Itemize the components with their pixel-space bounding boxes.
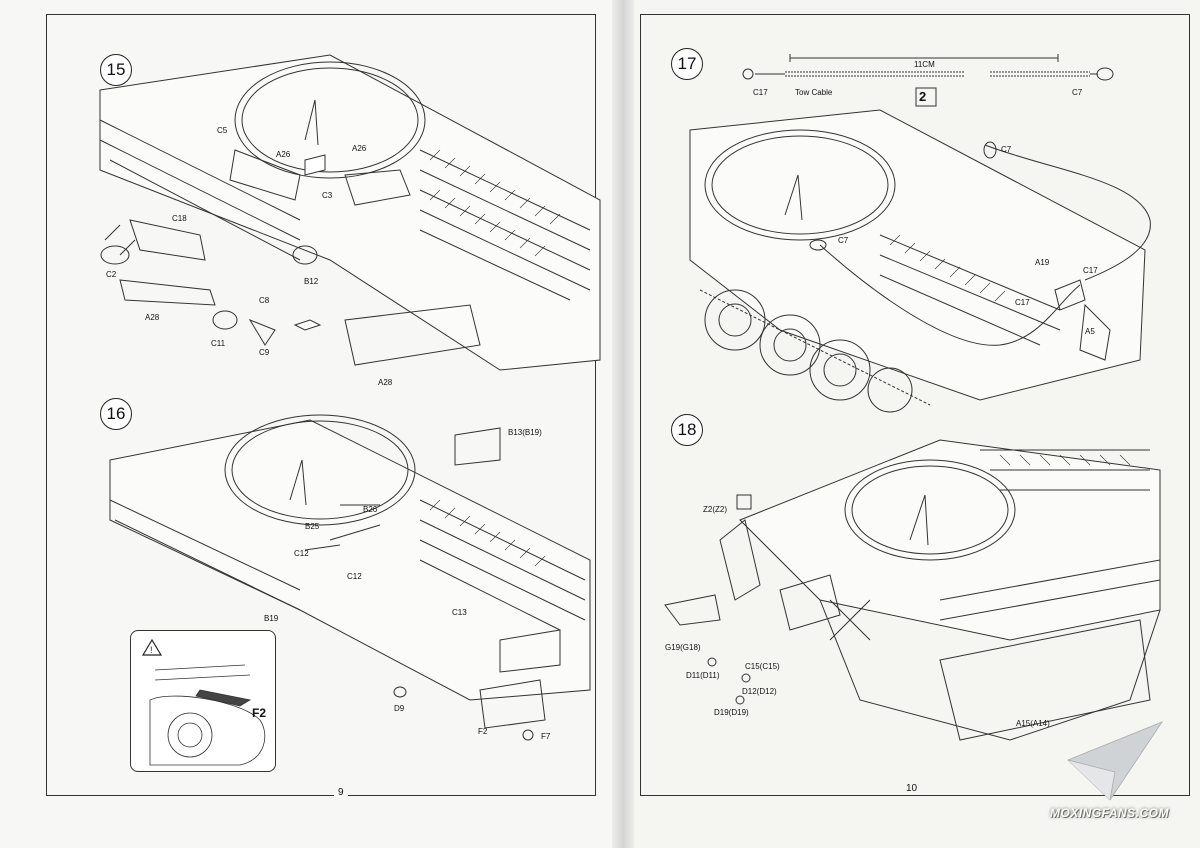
part-label: C17: [1083, 266, 1098, 275]
part-label: C18: [172, 214, 187, 223]
part-label: C7: [1001, 145, 1012, 154]
part-label: B12: [304, 277, 319, 286]
part-label: C3: [322, 191, 333, 200]
part-label: C8: [259, 296, 270, 305]
step-number: 17: [671, 48, 703, 80]
inset-part-label: F2: [252, 706, 267, 720]
part-label: A26: [352, 144, 367, 153]
page-number: 10: [902, 783, 922, 794]
step-number: 18: [671, 414, 703, 446]
paper-plane-logo-icon: [1067, 721, 1164, 801]
step18-hull-drawing: [664, 439, 1161, 741]
page-number: 9: [334, 787, 348, 798]
cable-name-label: Tow Cable: [795, 88, 833, 97]
tip-inset-box: [130, 630, 276, 772]
step15-hull-drawing: [99, 54, 601, 371]
step17-hull-drawing: [689, 109, 1151, 413]
part-label: C17: [1015, 298, 1030, 307]
part-label: C5: [217, 126, 228, 135]
part-label: F2: [478, 727, 488, 736]
part-label: D11(D11): [686, 671, 720, 680]
part-label: C2: [106, 270, 117, 279]
step-number: 16: [100, 398, 132, 430]
part-label: C11: [211, 339, 226, 348]
part-label: F7: [541, 732, 551, 741]
cable-length-label: 11CM: [914, 60, 935, 69]
part-label: C7: [838, 236, 849, 245]
part-label: D19(D19): [714, 708, 749, 717]
part-label: C12: [347, 572, 362, 581]
step-number: 15: [100, 54, 132, 86]
step17-cable-drawing: [742, 54, 1114, 107]
part-label: Z2(Z2): [703, 505, 727, 514]
cable-end-label: C7: [1072, 88, 1083, 97]
page-gutter: [612, 0, 634, 848]
part-label: A26: [276, 150, 291, 159]
part-label: A19: [1035, 258, 1050, 267]
cable-end-label: C17: [753, 88, 768, 97]
part-label: B25: [305, 522, 320, 531]
part-label: G19(G18): [665, 643, 701, 652]
part-label: C13: [452, 608, 467, 617]
part-label: A28: [378, 378, 393, 387]
part-label: A5: [1085, 327, 1095, 336]
part-label: C15(C15): [745, 662, 780, 671]
left-page-frame: [46, 14, 596, 796]
part-label: B19: [264, 614, 279, 623]
part-label: B26: [363, 505, 378, 514]
step16-hull-drawing: [109, 414, 591, 741]
part-label: C9: [259, 348, 270, 357]
part-label: D12(D12): [742, 687, 777, 696]
part-label: B13(B19): [508, 428, 542, 437]
part-label: C12: [294, 549, 309, 558]
cable-count: 2: [919, 89, 927, 104]
part-label: A28: [145, 313, 160, 322]
part-label: D9: [394, 704, 405, 713]
watermark-text: MOXINGFANS.COM: [1050, 806, 1170, 820]
part-label: A15(A14): [1016, 719, 1050, 728]
right-page-frame: [640, 14, 1190, 796]
